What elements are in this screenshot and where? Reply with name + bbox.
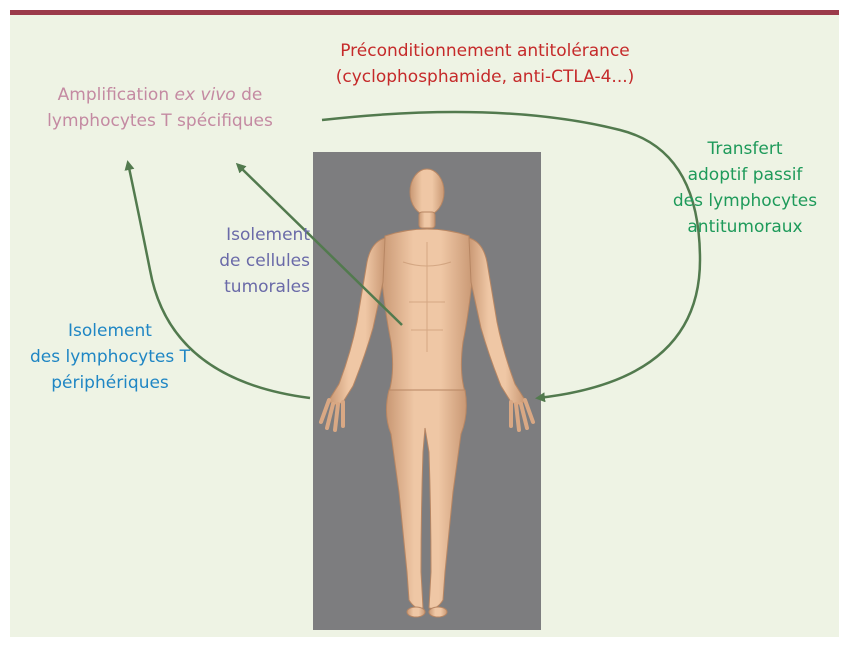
periph-line3: périphériques [10,370,210,396]
transfer-line4: antitumoraux [650,214,840,240]
amplification-label: Amplification ex vivo de lymphocytes T s… [10,82,310,134]
human-body-figure-icon [313,152,541,630]
tumor-isolation-label: Isolement de cellules tumorales [180,222,310,300]
amplification-text-pre: Amplification [58,85,175,105]
amplification-line2: lymphocytes T spécifiques [10,108,310,134]
peripheral-isolation-label: Isolement des lymphocytes T périphérique… [10,318,210,396]
periph-line2: des lymphocytes T [10,344,210,370]
transfer-line3: des lymphocytes [650,188,840,214]
tumor-line3: tumorales [180,274,310,300]
transfer-line2: adoptif passif [650,162,840,188]
periph-line1: Isolement [10,318,210,344]
preconditioning-label: Préconditionnement antitolérance (cyclop… [285,38,685,90]
body-panel [313,152,541,630]
transfer-line1: Transfert [650,136,840,162]
amplification-text-italic: ex vivo [175,85,236,105]
tumor-line2: de cellules [180,248,310,274]
preconditioning-line2: (cyclophosphamide, anti-CTLA-4...) [285,64,685,90]
amplification-line1: Amplification ex vivo de [10,82,310,108]
tumor-line1: Isolement [180,222,310,248]
preconditioning-line1: Préconditionnement antitolérance [285,38,685,64]
amplification-text-post: de [236,85,263,105]
human-body-silhouette [321,169,533,617]
transfer-label: Transfert adoptif passif des lymphocytes… [650,136,840,240]
